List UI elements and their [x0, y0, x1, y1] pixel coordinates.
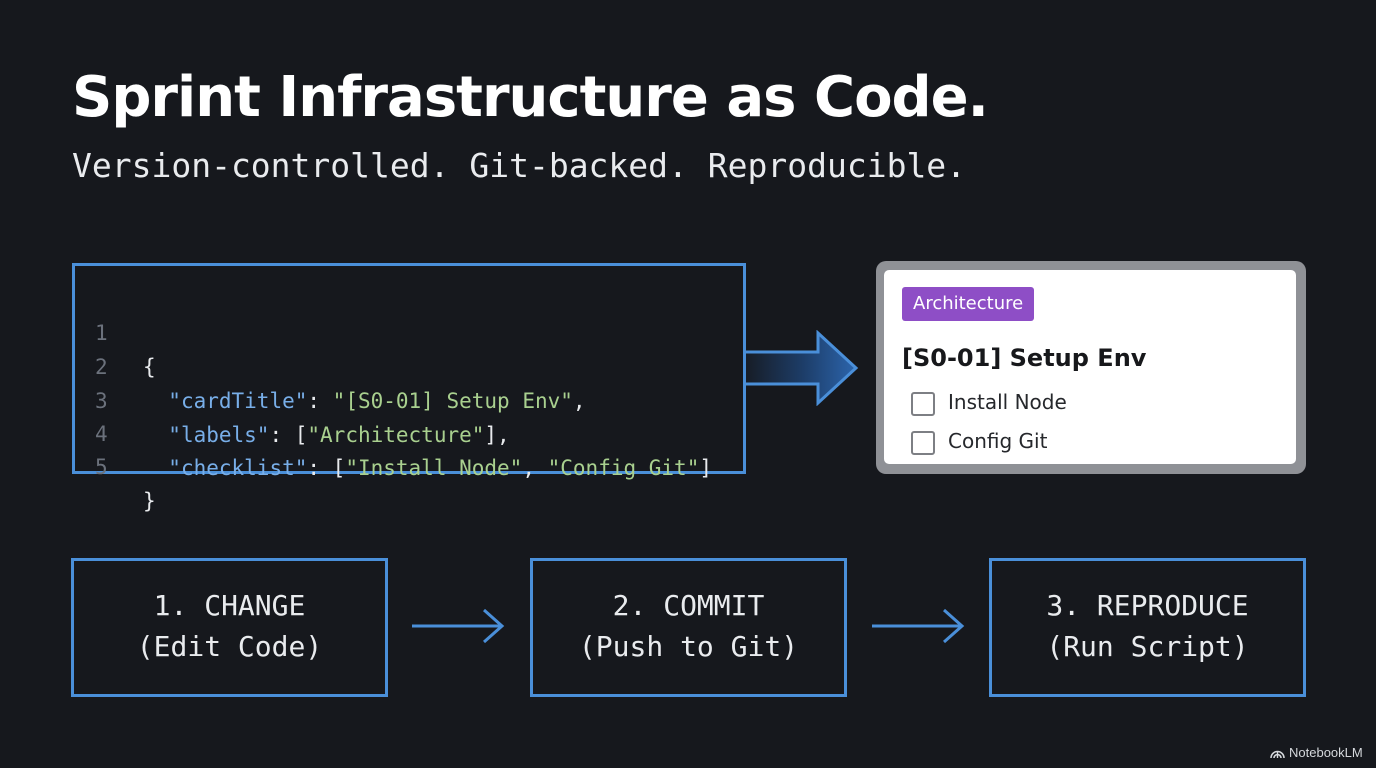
step-title: 3. REPRODUCE [1046, 589, 1249, 622]
code-string: "Install Node" [345, 456, 523, 480]
step-change: 1. CHANGE (Edit Code) [71, 558, 388, 697]
code-string: "Architecture" [307, 423, 485, 447]
code-line: 5 } [75, 416, 156, 513]
card-title: [S0-01] Setup Env [902, 344, 1147, 372]
code-panel: 1 { 2 "cardTitle": "[S0-01] Setup Env", … [72, 263, 746, 513]
checkbox[interactable] [911, 431, 935, 455]
code-punctuation: } [143, 489, 156, 513]
code-string: "Config Git" [547, 456, 700, 480]
step-description: (Run Script) [1046, 630, 1249, 663]
code-punctuation: : [307, 389, 333, 413]
line-number: 4 [95, 422, 108, 446]
line-number: 5 [95, 455, 108, 479]
code-string: "[S0-01] Setup Env" [332, 389, 573, 413]
code-line: 4 "checklist": ["Install Node", "Config … [75, 383, 712, 480]
code-punctuation: , [522, 456, 548, 480]
checklist-item-label: Config Git [948, 429, 1048, 453]
code-punctuation: ], [484, 423, 510, 447]
step-commit: 2. COMMIT (Push to Git) [530, 558, 847, 697]
notebooklm-watermark: NotebookLM [1270, 744, 1363, 762]
task-card-body: Architecture [S0-01] Setup Env Install N… [884, 270, 1296, 464]
label-badge[interactable]: Architecture [902, 287, 1035, 321]
checkbox[interactable] [911, 392, 935, 416]
code-text: "checklist": ["Install Node", "Config Gi… [143, 451, 712, 485]
code-line: 1 { [75, 282, 156, 379]
code-text: { [143, 350, 156, 384]
code-key: "labels" [168, 423, 270, 447]
code-punctuation: { [143, 355, 156, 379]
code-line: 2 "cardTitle": "[S0-01] Setup Env", [75, 316, 586, 413]
code-line: 3 "labels": ["Architecture"], [75, 350, 510, 447]
transform-arrow-icon [738, 330, 859, 406]
notebooklm-logo-icon [1270, 750, 1285, 759]
page-title: Sprint Infrastructure as Code. [72, 65, 989, 130]
code-punctuation: : [ [269, 423, 308, 447]
code-key: "cardTitle" [168, 389, 308, 413]
step-description: (Edit Code) [136, 630, 323, 663]
line-number: 2 [95, 355, 108, 379]
step-title: 1. CHANGE [153, 589, 306, 622]
arrow-right-icon [872, 608, 965, 644]
code-punctuation: : [ [307, 456, 346, 480]
line-number: 1 [95, 321, 108, 345]
step-reproduce: 3. REPRODUCE (Run Script) [989, 558, 1306, 697]
arrow-right-icon [412, 608, 505, 644]
step-title: 2. COMMIT [612, 589, 765, 622]
code-punctuation: , [572, 389, 586, 413]
brand-name: NotebookLM [1289, 745, 1363, 760]
line-number: 3 [95, 389, 108, 413]
step-description: (Push to Git) [578, 630, 799, 663]
code-text: "labels": ["Architecture"], [143, 418, 510, 452]
code-punctuation: ] [699, 456, 712, 480]
checklist-item-label: Install Node [948, 390, 1067, 414]
page-subtitle: Version-controlled. Git-backed. Reproduc… [72, 146, 967, 185]
task-card: Architecture [S0-01] Setup Env Install N… [876, 261, 1306, 474]
code-key: "checklist" [168, 456, 308, 480]
code-text: } [143, 484, 156, 518]
code-text: "cardTitle": "[S0-01] Setup Env", [143, 384, 586, 418]
